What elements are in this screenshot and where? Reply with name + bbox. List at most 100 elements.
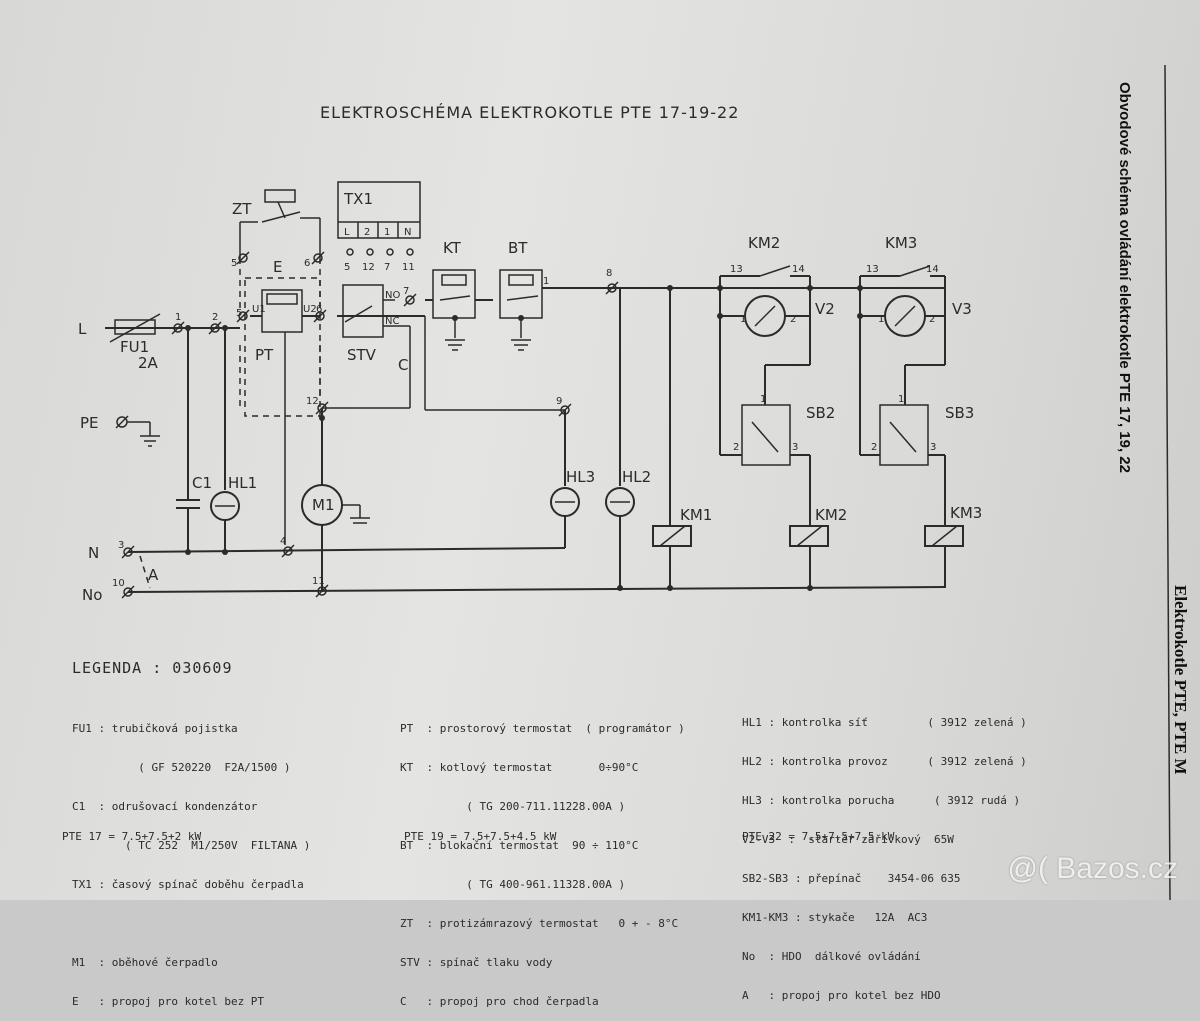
- label-KM3: KM3: [950, 504, 982, 522]
- svg-text:6: 6: [304, 258, 310, 269]
- legend-line: ( TG 400-961.11328.00A ): [400, 878, 626, 891]
- legend-heading: LEGENDA : 030609: [72, 659, 233, 677]
- label-L: L: [78, 320, 87, 338]
- side-book-title: Elektrokotle PTE, PTE M: [1171, 585, 1190, 775]
- svg-text:N: N: [404, 227, 411, 238]
- svg-text:12: 12: [306, 396, 319, 407]
- label-U1: U1: [252, 304, 266, 315]
- label-M1: M1: [312, 496, 335, 514]
- legend-line: M1 : oběhové čerpadlo: [72, 956, 218, 969]
- terminal-14-km3: 14: [926, 264, 939, 275]
- legend-line: TX1 : časový spínač doběhu čerpadla: [72, 878, 304, 891]
- legend-column-3: HL1 : kontrolka síť ( 3912 zelená ) HL2 …: [742, 690, 1027, 1015]
- legend-line: HL2 : kontrolka provoz ( 3912 zelená ): [742, 755, 1027, 768]
- svg-text:7: 7: [403, 286, 409, 297]
- svg-text:2: 2: [790, 314, 796, 325]
- legend-line: V2-V3 : startér zářivkový 65W: [742, 833, 954, 846]
- kt-thermostat: [425, 269, 493, 351]
- legend-line: ( GF 520220 F2A/1500 ): [72, 761, 291, 774]
- label-E: E: [273, 258, 282, 276]
- svg-text:2: 2: [212, 312, 218, 323]
- junction-dots: [185, 285, 863, 591]
- label-V2: V2: [815, 300, 835, 318]
- pe-ground: [115, 415, 160, 447]
- terminal-14-km2: 14: [792, 264, 805, 275]
- label-FU1: FU1: [120, 338, 149, 356]
- legend-column-2: PT : prostorový termostat ( programátor …: [400, 696, 685, 1021]
- legend-line: BT : blokační termostat 90 ÷ 110°C: [400, 839, 639, 852]
- svg-text:1: 1: [175, 312, 181, 323]
- svg-text:2: 2: [929, 314, 935, 325]
- label-NO: NO: [385, 290, 400, 301]
- label-NC: NC: [385, 316, 399, 327]
- hl2-lamp: [605, 288, 635, 588]
- legend-line: HL3 : kontrolka porucha ( 3912 rudá ): [742, 794, 1021, 807]
- label-BT: BT: [508, 239, 528, 257]
- label-HL2: HL2: [622, 468, 651, 486]
- svg-text:1: 1: [898, 394, 904, 405]
- terminal-numbers: 1 2 3 4 5 5 6 6 7 8 9 10 11 12 1 1 2 1 2…: [112, 258, 936, 589]
- legend-line: C1 : odrušovací kondenzátor: [72, 800, 258, 813]
- svg-text:4: 4: [280, 536, 286, 547]
- footer-pte19: PTE 19 = 7.5+7.5+4.5 kW: [404, 830, 557, 843]
- legend-line: SB2-SB3 : přepínač 3454-06 635: [742, 872, 961, 885]
- label-SB3: SB3: [945, 404, 974, 422]
- legend-line: C : propoj pro chod čerpadla: [400, 995, 599, 1008]
- svg-text:7: 7: [384, 262, 390, 273]
- footer-pte17: PTE 17 = 7.5+7.5+2 kW: [62, 830, 202, 843]
- svg-text:3: 3: [792, 442, 798, 453]
- label-KM1: KM1: [680, 506, 712, 524]
- legend-line: KM1-KM3 : stykače 12A AC3: [742, 911, 928, 924]
- label-SB2: SB2: [806, 404, 835, 422]
- label-ZT: ZT: [232, 200, 252, 218]
- svg-text:2: 2: [871, 442, 877, 453]
- svg-text:3: 3: [118, 540, 124, 551]
- diagram-title: ELEKTROSCHÉMA ELEKTROKOTLE PTE 17-19-22: [320, 103, 739, 122]
- legend-line: PT : prostorový termostat ( programátor …: [400, 722, 685, 735]
- tx1-timer: [337, 181, 421, 239]
- legend-line: E : propoj pro kotel bez PT: [72, 995, 265, 1008]
- circuit-diagram: ELEKTROSCHÉMA ELEKTROKOTLE PTE 17-19-22 …: [78, 64, 1171, 900]
- terminal-13-km2: 13: [730, 264, 743, 275]
- svg-text:2: 2: [733, 442, 739, 453]
- label-HL3: HL3: [566, 468, 595, 486]
- svg-text:1: 1: [760, 394, 766, 405]
- bt-thermostat: [499, 269, 545, 351]
- tx1-terminals: L 2 1 N 5 12 7 11: [344, 227, 415, 273]
- svg-text:5: 5: [231, 258, 237, 269]
- bazos-watermark: @( Bazos.cz: [1007, 852, 1179, 885]
- svg-text:2: 2: [364, 227, 370, 238]
- km3-branch: [859, 265, 964, 588]
- legend-line: A : propoj pro kotel bez HDO: [742, 989, 941, 1002]
- svg-text:6: 6: [316, 304, 322, 315]
- neutral-rails: [127, 547, 946, 593]
- label-FU1-rating: 2A: [138, 354, 159, 372]
- svg-text:8: 8: [606, 268, 612, 279]
- legend-line: ZT : protizámrazový termostat 0 + - 8°C: [400, 917, 679, 930]
- svg-text:1: 1: [740, 314, 746, 325]
- label-No: No: [82, 586, 102, 604]
- pt-thermostat: [239, 289, 321, 545]
- terminal-13-km3: 13: [866, 264, 879, 275]
- fuse-FU1: [109, 313, 161, 343]
- label-C1: C1: [192, 474, 212, 492]
- zt-thermostat: [239, 189, 321, 310]
- label-KM2: KM2: [815, 506, 847, 524]
- label-PE: PE: [80, 414, 99, 432]
- svg-text:1: 1: [384, 227, 390, 238]
- label-U2: U2: [303, 304, 317, 315]
- km1-contactor: [652, 288, 692, 588]
- km2-branch: [719, 265, 829, 588]
- svg-text:L: L: [344, 227, 350, 238]
- label-KM3-top: KM3: [885, 234, 917, 252]
- label-KM2-top: KM2: [748, 234, 780, 252]
- label-C: C: [398, 356, 408, 374]
- legend-line: HL1 : kontrolka síť ( 3912 zelená ): [742, 716, 1027, 729]
- svg-text:9: 9: [556, 396, 562, 407]
- label-KT: KT: [443, 239, 462, 257]
- label-TX1: TX1: [343, 190, 373, 208]
- legend-line: STV : spínač tlaku vody: [400, 956, 553, 969]
- label-PT: PT: [255, 346, 274, 364]
- svg-text:11: 11: [312, 576, 325, 587]
